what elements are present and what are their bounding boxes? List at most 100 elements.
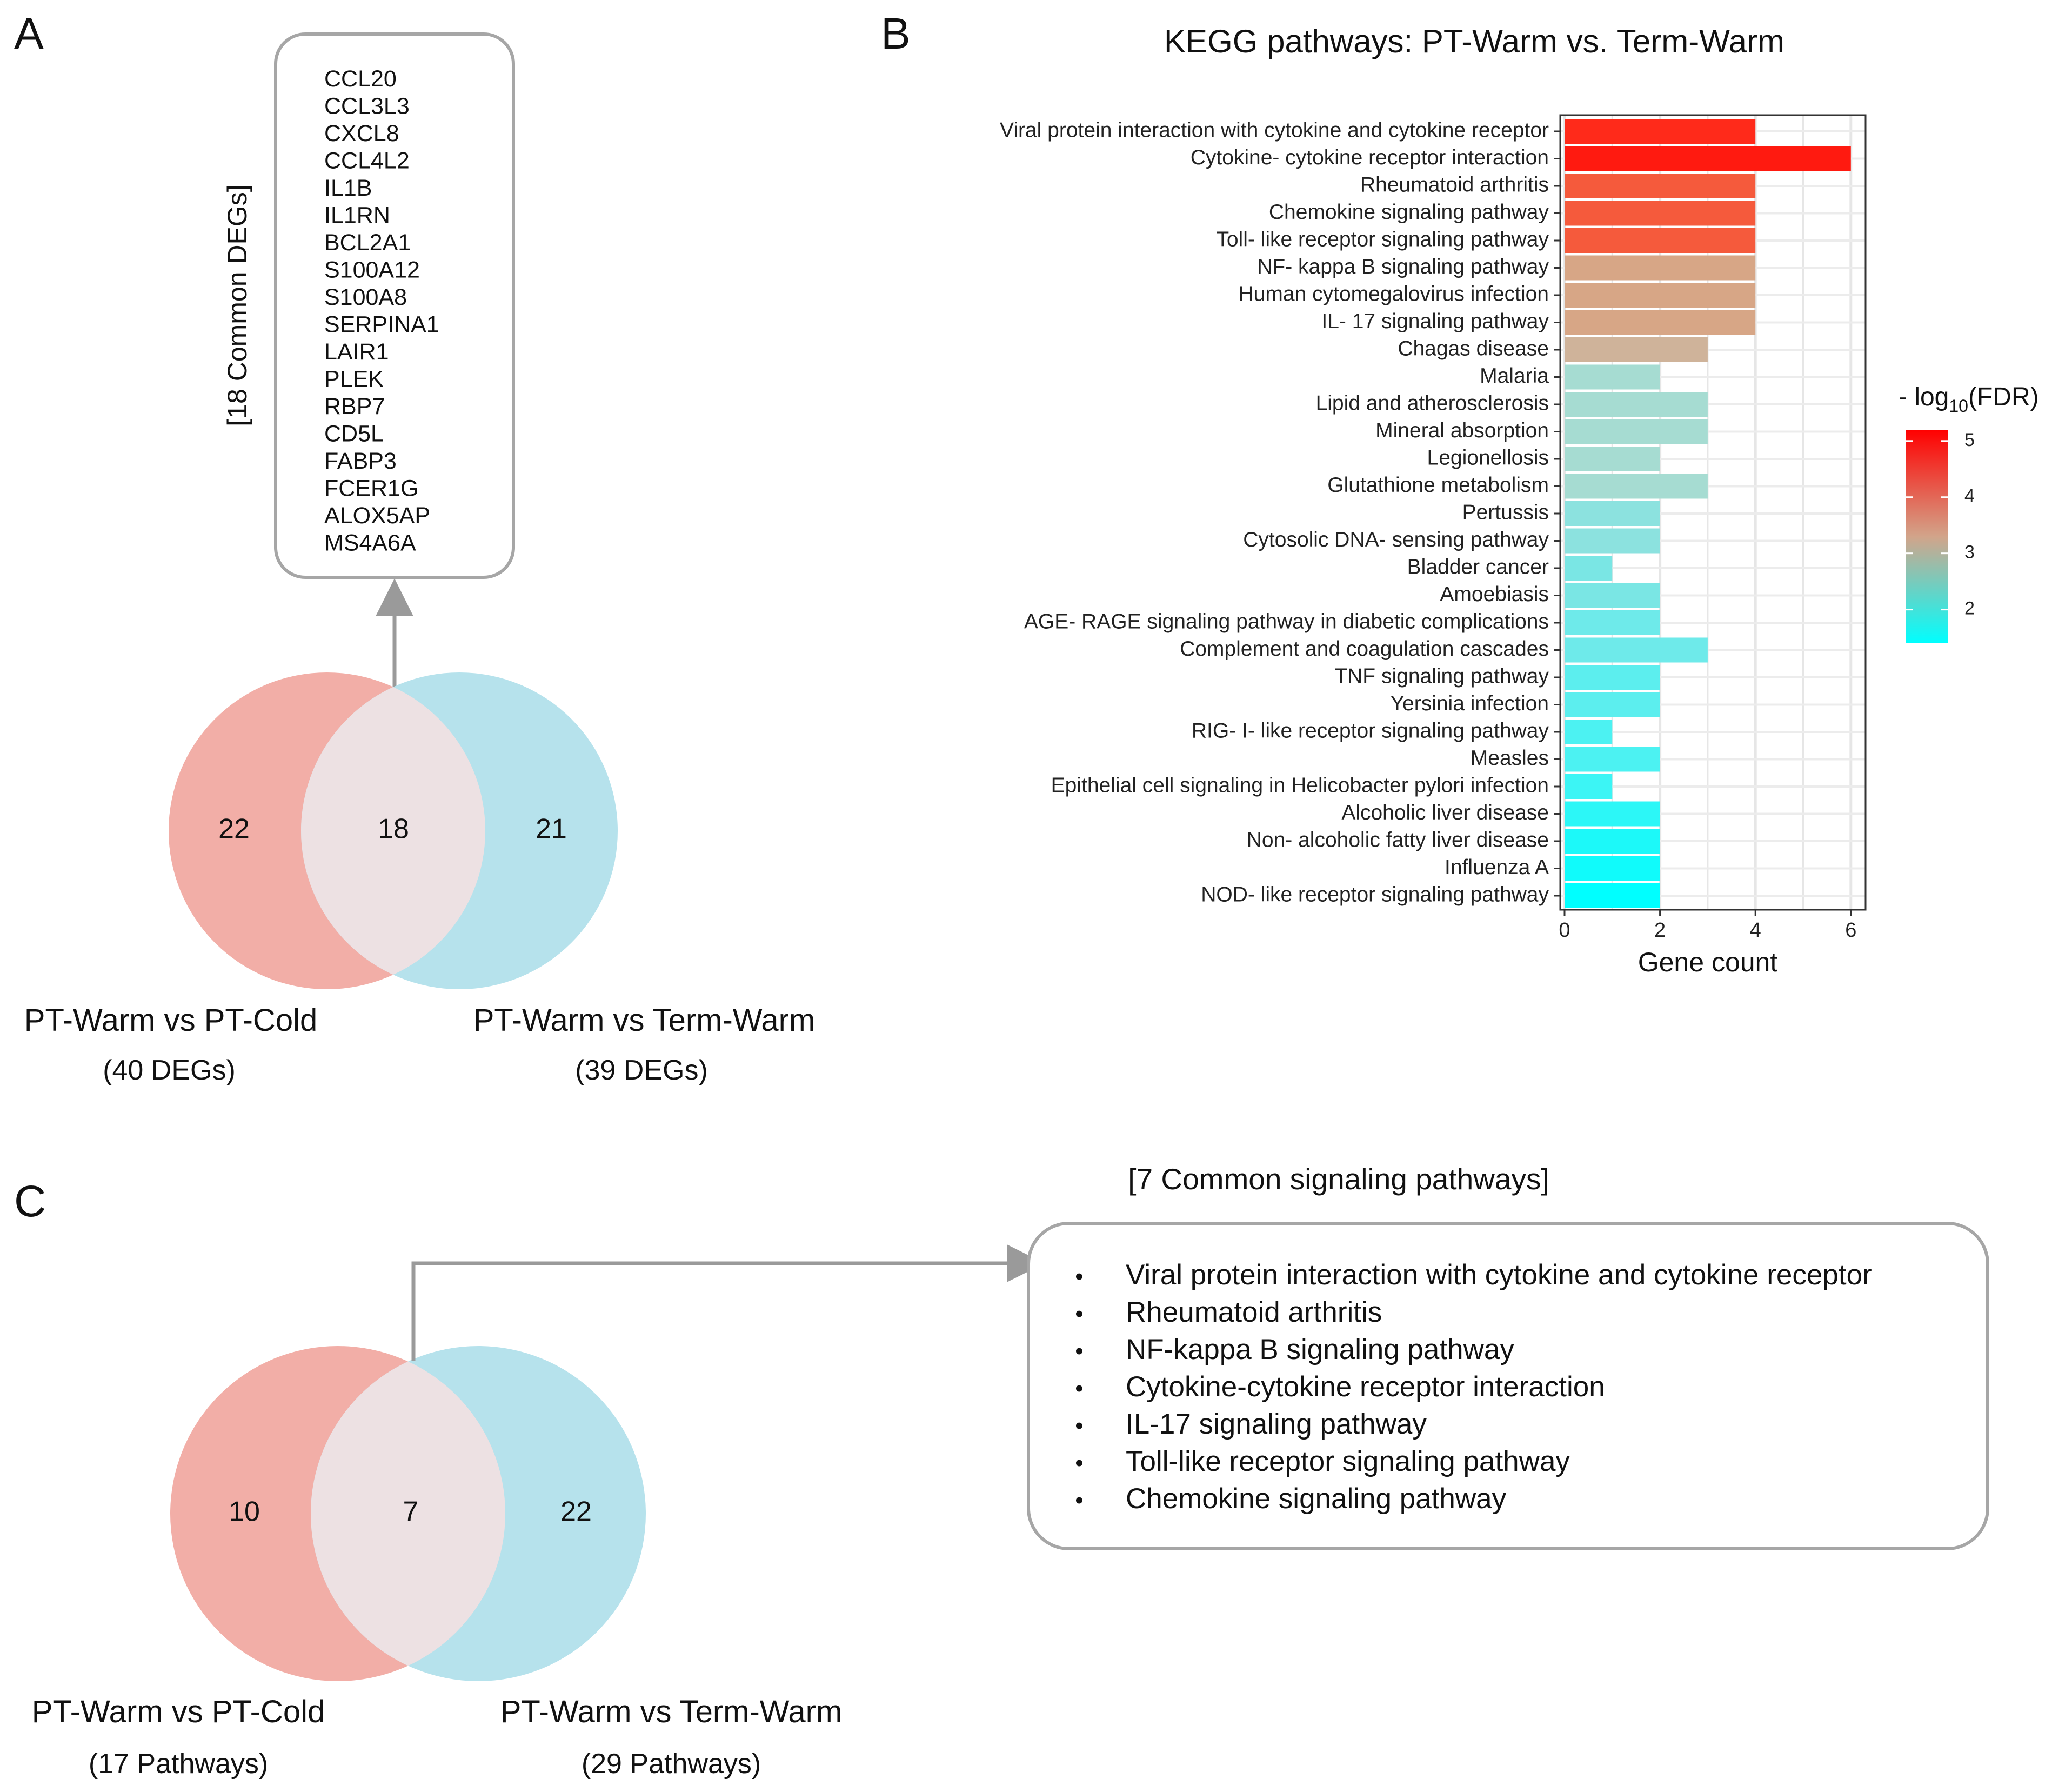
- legend-colorbar: [1906, 430, 1948, 643]
- venn-a-left-sub: (40 DEGs): [103, 1055, 236, 1086]
- y-tick-label: AGE- RAGE signaling pathway in diabetic …: [1024, 610, 1549, 633]
- gene-item: CCL4L2: [324, 148, 410, 174]
- y-tick-label: Epithelial cell signaling in Helicobacte…: [1051, 774, 1549, 797]
- gene-item: FCER1G: [324, 476, 418, 502]
- gene-item: SERPINA1: [324, 312, 439, 338]
- bar: [1565, 146, 1851, 171]
- common-degs-box: [274, 32, 515, 579]
- bar: [1565, 337, 1708, 362]
- y-tick-label: Influenza A: [1445, 856, 1549, 879]
- y-tick-label: NF- kappa B signaling pathway: [1257, 255, 1549, 278]
- venn-a-overlap: [301, 672, 485, 989]
- bar: [1565, 283, 1756, 308]
- venn-c: 10 7 22 PT-Warm vs PT-Cold (17 Pathways)…: [32, 1346, 842, 1780]
- venn-c-right-count: 22: [560, 1496, 592, 1528]
- y-tick-labels: Viral protein interaction with cytokine …: [1000, 118, 1560, 906]
- legend-tick-label: 5: [1964, 430, 1975, 450]
- common-pathways-box: [1027, 1222, 1989, 1550]
- common-degs-title: [18 Common DEGs]: [222, 184, 252, 426]
- venn-c-overlap: [311, 1346, 505, 1681]
- y-tick-label: Malaria: [1480, 364, 1549, 388]
- y-tick-label: Pertussis: [1462, 501, 1549, 524]
- bar: [1565, 829, 1660, 854]
- venn-c-left-label: PT-Warm vs PT-Cold: [32, 1694, 325, 1729]
- legend-title-suffix: (FDR): [1968, 383, 2039, 411]
- gene-item: LAIR1: [324, 339, 389, 365]
- legend-tick-label: 2: [1964, 598, 1975, 619]
- bar: [1565, 201, 1756, 226]
- venn-c-right-sub: (29 Pathways): [582, 1748, 761, 1780]
- bar: [1565, 883, 1660, 908]
- venn-a-overlap-count: 18: [378, 814, 409, 845]
- gene-item: CD5L: [324, 421, 384, 447]
- y-tick-label: RIG- I- like receptor signaling pathway: [1192, 719, 1549, 742]
- bullet-glyph: •: [1075, 1338, 1083, 1364]
- bar: [1565, 610, 1660, 635]
- y-tick-label: NOD- like receptor signaling pathway: [1201, 883, 1549, 906]
- y-tick-label: TNF signaling pathway: [1334, 664, 1549, 688]
- bar: [1565, 556, 1613, 581]
- bar: [1565, 474, 1708, 499]
- panel-c: C 10 7 22 PT-Warm vs PT-Cold (17 Pathway…: [14, 1162, 1989, 1780]
- bullet-glyph: •: [1075, 1450, 1083, 1476]
- x-tick-label: 0: [1559, 919, 1570, 942]
- panel-label-a: A: [14, 9, 44, 58]
- legend-title-sub: 10: [1949, 396, 1968, 416]
- gene-item: S100A12: [324, 257, 420, 283]
- y-tick-label: Measles: [1471, 747, 1549, 770]
- panel-a: A [18 Common DEGs] CCL20CCL3L3CXCL8CCL4L…: [14, 9, 815, 1086]
- y-tick-label: Rheumatoid arthritis: [1360, 173, 1549, 196]
- y-tick-label: IL- 17 signaling pathway: [1321, 310, 1549, 333]
- gene-item: CXCL8: [324, 121, 399, 146]
- pathway-item: Toll-like receptor signaling pathway: [1126, 1445, 1570, 1477]
- gene-item: ALOX5AP: [324, 503, 430, 529]
- bars: [1565, 119, 1851, 908]
- gene-item: FABP3: [324, 448, 397, 474]
- pathway-item: Viral protein interaction with cytokine …: [1126, 1259, 1872, 1291]
- chart-title: KEGG pathways: PT-Warm vs. Term-Warm: [1164, 23, 1784, 59]
- gene-item: S100A8: [324, 284, 407, 310]
- bar: [1565, 255, 1756, 281]
- bar: [1565, 774, 1613, 799]
- y-tick-label: Lipid and atherosclerosis: [1316, 391, 1549, 415]
- y-tick-label: Viral protein interaction with cytokine …: [1000, 118, 1549, 142]
- gene-item: IL1RN: [324, 203, 390, 229]
- x-tick-label: 6: [1845, 919, 1856, 942]
- venn-c-overlap-count: 7: [403, 1496, 419, 1528]
- legend-tick-label: 4: [1964, 486, 1975, 507]
- bullet-glyph: •: [1075, 1301, 1083, 1327]
- gene-item: CCL20: [324, 66, 397, 92]
- bar: [1565, 801, 1660, 827]
- panel-label-c: C: [14, 1177, 46, 1226]
- gene-item: CCL3L3: [324, 94, 410, 119]
- pathway-item: Cytokine-cytokine receptor interaction: [1126, 1371, 1605, 1403]
- bullet-glyph: •: [1075, 1375, 1083, 1402]
- y-tick-label: Bladder cancer: [1407, 555, 1549, 578]
- bar: [1565, 720, 1613, 744]
- bar: [1565, 419, 1708, 444]
- venn-a-right-label: PT-Warm vs Term-Warm: [473, 1003, 816, 1038]
- bar: [1565, 228, 1756, 253]
- x-tick-label: 2: [1654, 919, 1666, 942]
- bar: [1565, 364, 1660, 390]
- bar: [1565, 392, 1708, 417]
- pathway-list: • Viral protein interaction with cytokine…: [1075, 1259, 1872, 1515]
- gene-item: MS4A6A: [324, 530, 416, 556]
- gene-list: CCL20CCL3L3CXCL8CCL4L2IL1BIL1RNBCL2A1S10…: [324, 66, 439, 556]
- y-tick-label: Chagas disease: [1398, 337, 1549, 360]
- pathway-item: Chemokine signaling pathway: [1126, 1483, 1507, 1515]
- bullet-glyph: •: [1075, 1263, 1083, 1290]
- venn-c-arrow: [411, 1244, 1045, 1361]
- y-tick-label: Non- alcoholic fatty liver disease: [1247, 828, 1549, 851]
- bar: [1565, 501, 1660, 526]
- bar: [1565, 310, 1756, 335]
- venn-a-left-count: 22: [218, 814, 250, 845]
- x-axis-label: Gene count: [1638, 947, 1778, 977]
- venn-c-left-count: 10: [229, 1496, 260, 1528]
- y-tick-label: Alcoholic liver disease: [1341, 801, 1549, 824]
- bar: [1565, 637, 1708, 663]
